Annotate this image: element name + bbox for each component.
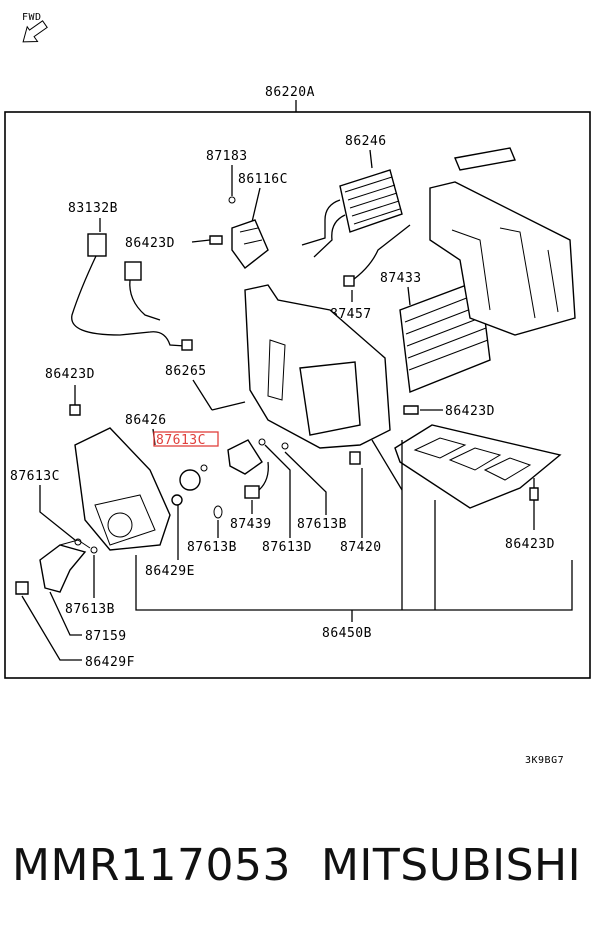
highlight-box	[153, 431, 219, 447]
blower-motor-part	[74, 427, 201, 551]
part-caption: MMR117053 MITSUBISHI	[12, 840, 592, 900]
label-86423D-e: 86423D	[505, 537, 555, 552]
label-87613C: 87613C	[10, 469, 60, 484]
label-86429E: 86429E	[145, 564, 195, 579]
label-87613B-b: 87613B	[187, 540, 237, 555]
label-86450B: 86450B	[322, 626, 372, 641]
label-86220A: 86220A	[265, 85, 315, 100]
evaporator-part	[301, 169, 403, 258]
label-87613B-a: 87613B	[297, 517, 347, 532]
label-87420: 87420	[340, 540, 382, 555]
label-86246: 86246	[345, 134, 387, 149]
label-87439: 87439	[230, 517, 272, 532]
label-87159: 87159	[85, 629, 127, 644]
label-86116C: 86116C	[238, 172, 288, 187]
label-87613B-c: 87613B	[65, 602, 115, 617]
fwd-label: FWD	[22, 12, 42, 23]
center-case-housing	[244, 284, 391, 449]
drain-tray-part	[394, 424, 562, 509]
label-86429F: 86429F	[85, 655, 135, 670]
label-86423D-c: 86423D	[45, 367, 95, 382]
right-case-housing	[429, 147, 576, 336]
label-83132B: 83132B	[68, 201, 118, 216]
label-86423D-a: 86423D	[125, 236, 175, 251]
reference-code: 3K9BG7	[525, 755, 564, 766]
label-87613D: 87613D	[262, 540, 312, 555]
label-87433: 87433	[380, 271, 422, 286]
actuator-motor-part	[231, 219, 269, 269]
diagram-frame	[4, 111, 591, 679]
label-86423D-b: 86423D	[445, 404, 495, 419]
label-86265: 86265	[165, 364, 207, 379]
duct-part	[39, 539, 91, 593]
heater-core-part	[399, 279, 491, 393]
wiring-harness-part	[71, 233, 193, 351]
label-87183: 87183	[206, 149, 248, 164]
part-number: MMR117053	[12, 840, 291, 891]
fwd-arrow-icon: FWD	[22, 12, 48, 43]
resistor-part	[227, 439, 269, 499]
label-86426: 86426	[125, 413, 167, 428]
brand-name: MITSUBISHI	[320, 840, 582, 891]
label-87613C-highlighted: 87613C	[156, 433, 206, 448]
